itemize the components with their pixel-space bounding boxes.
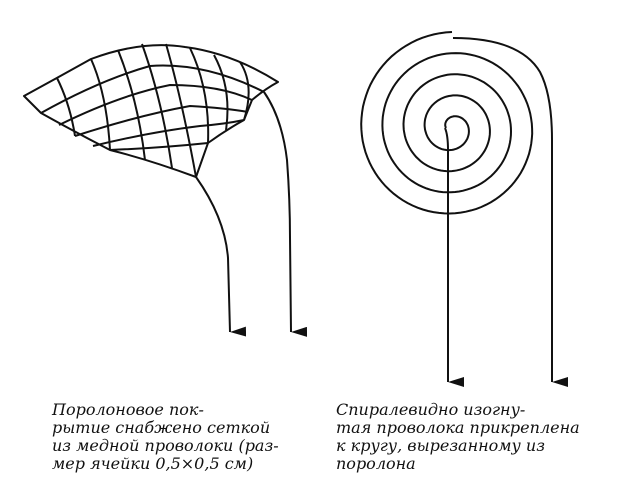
caption-line: тая проволока прикреплена bbox=[336, 418, 580, 437]
lead-wire-right bbox=[263, 91, 308, 337]
caption-spiral-wire: Спиралевидно изогну- тая проволока прикр… bbox=[336, 401, 586, 473]
lead-wire-left bbox=[195, 176, 247, 337]
caption-line: Поролоновое пок- bbox=[52, 400, 204, 419]
copper-mesh-sheet bbox=[23, 43, 279, 178]
mesh-column-line bbox=[165, 43, 197, 178]
mesh-column-line bbox=[213, 54, 229, 131]
mesh-column-line bbox=[56, 77, 76, 137]
caption-line: из медной проволоки (раз- bbox=[52, 436, 279, 455]
mesh-row-line bbox=[109, 142, 209, 151]
caption-line: поролона bbox=[336, 454, 416, 473]
mesh-lead-wires bbox=[195, 91, 308, 337]
mesh-column-line bbox=[117, 49, 146, 161]
mesh-column-line bbox=[189, 47, 210, 144]
caption-line: мер ячейки 0,5×0,5 см) bbox=[52, 454, 254, 473]
caption-line: рытие снабжено сеткой bbox=[52, 418, 271, 437]
spiral-center-lead bbox=[444, 127, 464, 387]
mesh-row-line bbox=[58, 84, 253, 126]
spiral-wire bbox=[360, 31, 568, 387]
caption-line: Спиралевидно изогну- bbox=[336, 400, 526, 419]
mesh-column-line bbox=[239, 61, 250, 121]
caption-line: к кругу, вырезанному из bbox=[336, 436, 545, 455]
mesh-row-line bbox=[92, 119, 245, 147]
mesh-column-line bbox=[90, 58, 111, 151]
spiral-coil bbox=[360, 31, 534, 215]
spiral-outer-lead bbox=[452, 37, 568, 387]
mesh-column-line bbox=[141, 43, 173, 169]
caption-foam-mesh: Поролоновое пок- рытие снабжено сеткой и… bbox=[52, 401, 292, 473]
